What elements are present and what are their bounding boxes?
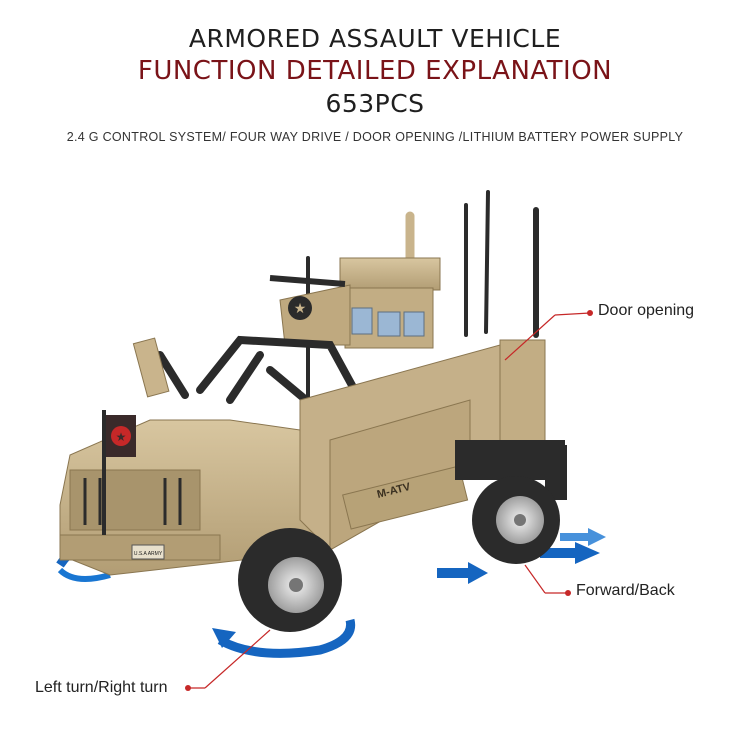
title-line-2: FUNCTION DETAILED EXPLANATION (137, 56, 613, 86)
front-wheel (238, 528, 342, 632)
callout-door-opening: Door opening (598, 302, 695, 319)
license-plate: U.S.A ARMY (134, 551, 163, 557)
svg-text:★: ★ (294, 301, 307, 317)
title-line-1: ARMORED ASSAULT VEHICLE (188, 24, 562, 53)
callout-forward-line (524, 564, 571, 596)
rear-wheel (472, 476, 560, 564)
svg-text:★: ★ (116, 430, 127, 444)
callout-forward-back: Forward/Back (576, 582, 675, 599)
flag: ★ (102, 410, 136, 535)
callout-door-line (504, 310, 593, 361)
callout-left-right-turn: Left turn/Right turn (35, 679, 168, 696)
rotate-arrow-front-wheel (212, 618, 356, 658)
turret: ★ (269, 257, 441, 349)
roll-cage (156, 335, 364, 424)
piece-count: 653PCS (325, 89, 425, 118)
forward-back-arrows (437, 528, 606, 584)
feature-list: 2.4 G CONTROL SYSTEM/ FOUR WAY DRIVE / D… (66, 130, 684, 144)
callout-turn-line (185, 629, 271, 691)
